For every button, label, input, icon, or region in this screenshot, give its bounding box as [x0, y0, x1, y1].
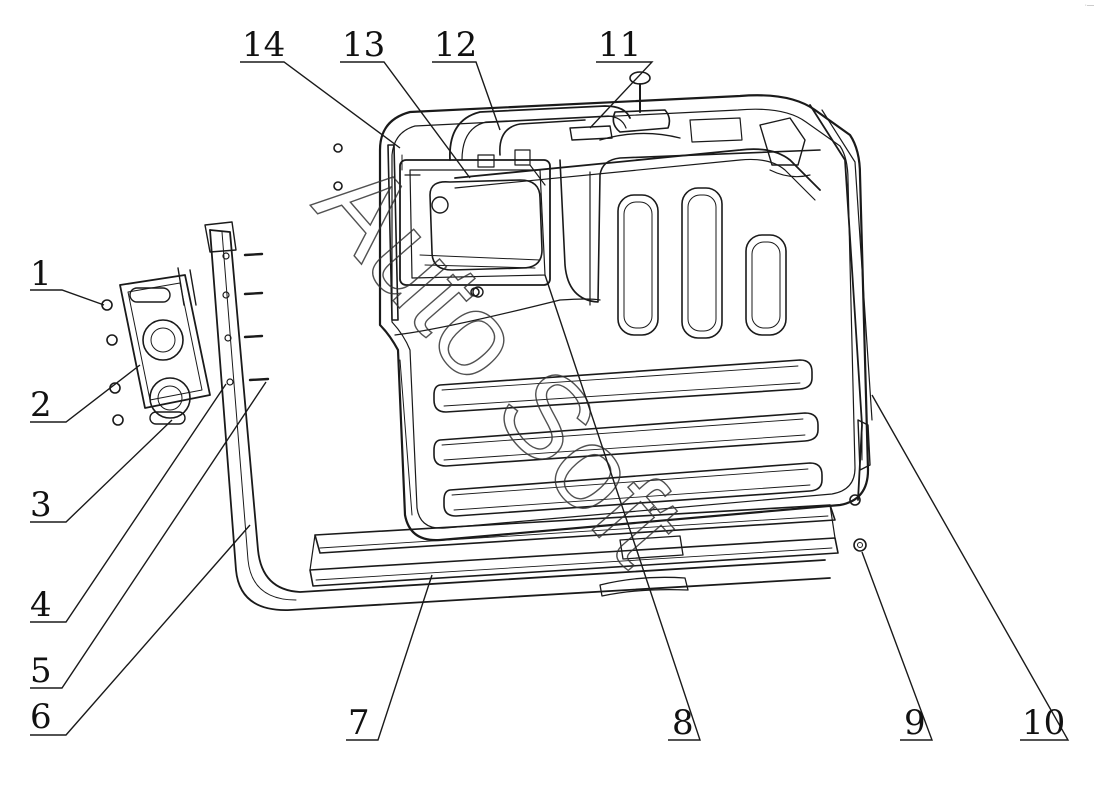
- callout-12: 12: [434, 25, 477, 65]
- callout-1: 1: [30, 254, 52, 294]
- callout-8: 8: [672, 703, 694, 743]
- callout-7: 7: [348, 703, 370, 743]
- leader-1: [30, 289, 105, 306]
- nut-9: [849, 494, 867, 552]
- callout-13: 13: [342, 25, 385, 65]
- leader-10: [871, 394, 1070, 741]
- leader-5: [30, 381, 267, 689]
- leader-2: [30, 364, 141, 423]
- leader-11: [589, 61, 654, 129]
- callout-5: 5: [30, 651, 52, 691]
- callout-10: 10: [1022, 703, 1065, 743]
- left-strap: [204, 221, 831, 611]
- fuel-lines: [449, 105, 821, 201]
- leader-14: [240, 61, 401, 149]
- fuel-tank: [378, 94, 870, 542]
- callout-14: 14: [242, 25, 285, 65]
- leader-13: [340, 61, 471, 179]
- callout-9: 9: [904, 703, 926, 743]
- callout-6: 6: [30, 697, 52, 737]
- leader-8: [544, 274, 701, 741]
- leader-6: [30, 524, 251, 736]
- leader-7: [346, 574, 433, 741]
- callout-2: 2: [30, 385, 52, 425]
- corner-mark: ·—: [1084, 2, 1094, 9]
- leader-3: [30, 419, 173, 523]
- leader-12: [432, 61, 501, 131]
- mounting-plate: [119, 267, 211, 425]
- bottom-support: [309, 504, 839, 597]
- leader-9: [861, 551, 934, 741]
- callout-11: 11: [598, 25, 641, 65]
- callout-3: 3: [30, 485, 52, 525]
- callout-4: 4: [30, 585, 52, 625]
- strap-bolts: [222, 252, 270, 386]
- filler-cap: [599, 71, 811, 178]
- leader-4: [30, 383, 227, 623]
- right-strap: [809, 104, 873, 501]
